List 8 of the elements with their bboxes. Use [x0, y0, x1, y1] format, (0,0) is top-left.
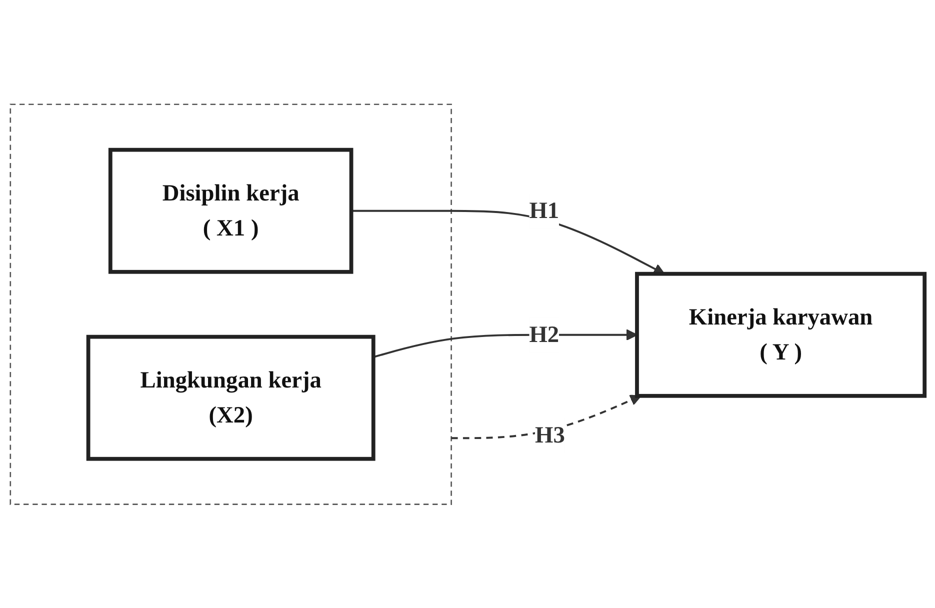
node-box: Disiplin kerja ( X1 )	[108, 148, 354, 274]
arrow	[351, 210, 665, 274]
edge-label: H3	[535, 422, 565, 448]
node-box: Kinerja karyawan ( Y )	[635, 272, 927, 398]
cluster	[10, 103, 452, 505]
node-box: Lingkungan kerja (X2)	[86, 334, 376, 460]
edge-label: H2	[529, 320, 560, 347]
edge-label: H1	[529, 196, 560, 223]
